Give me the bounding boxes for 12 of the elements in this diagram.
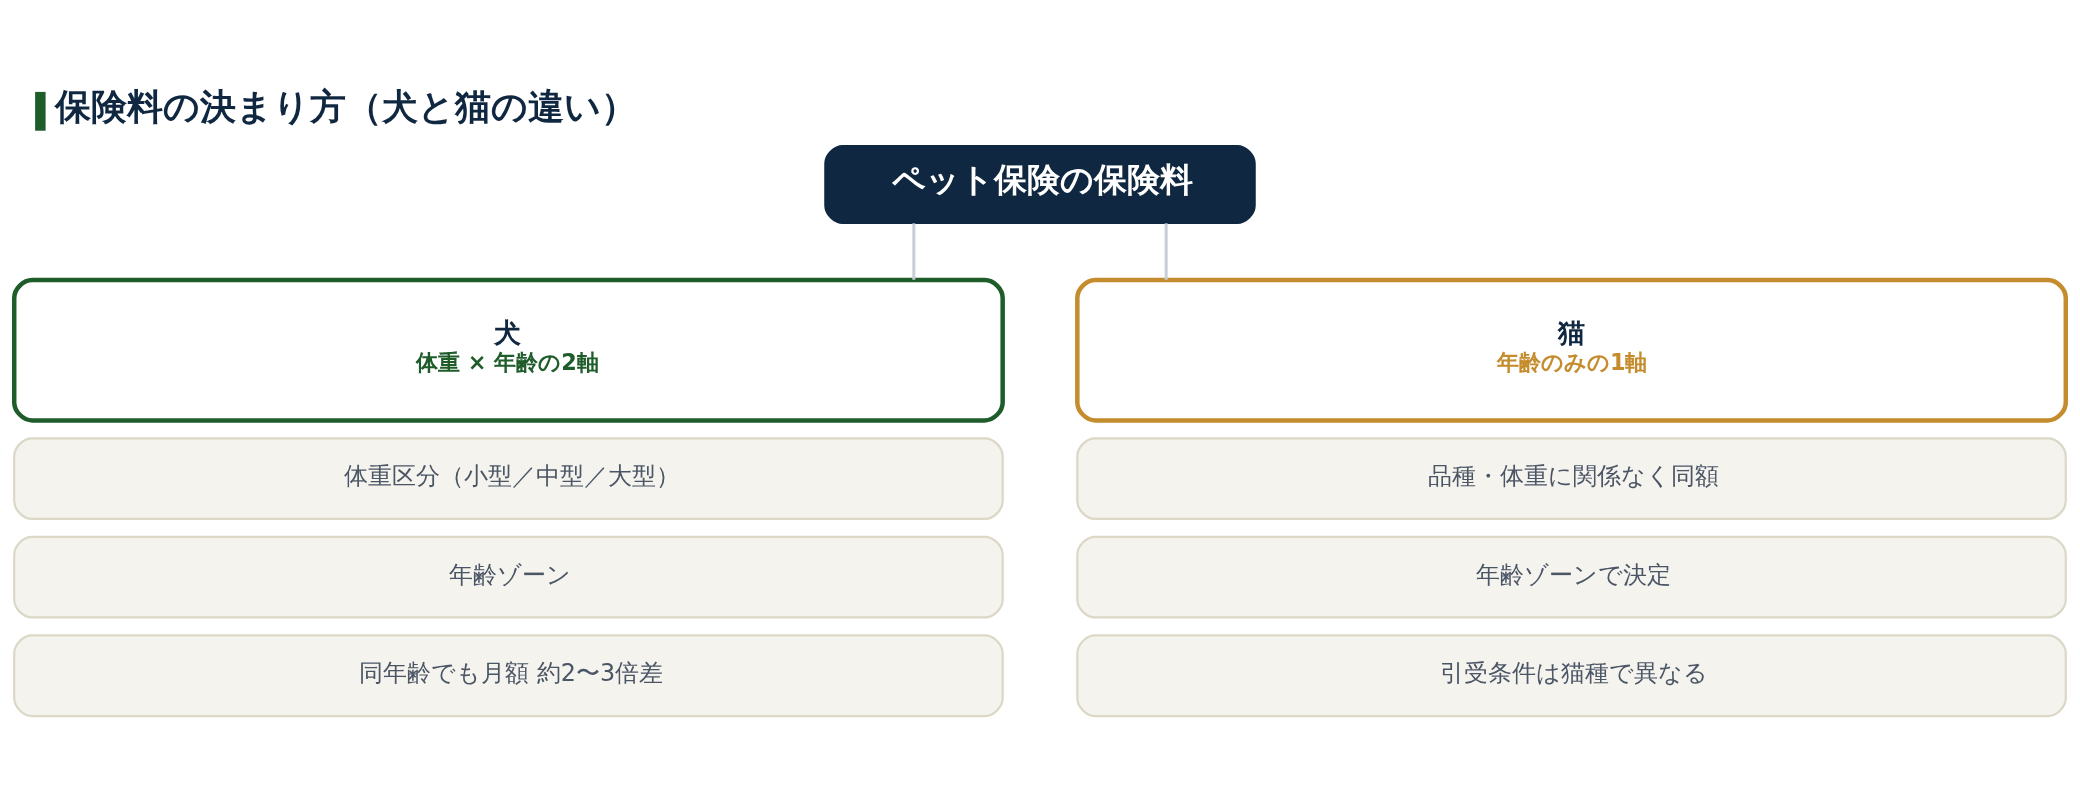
node-box: ペット保険の保険料 (824, 144, 1256, 224)
node-box: 犬 体重 × 年齢の2軸 (12, 277, 1005, 423)
node-box: 年齢ゾーンで決定 (1076, 535, 2067, 619)
connector (1164, 222, 1168, 280)
node-box: 年齢ゾーン (13, 535, 1004, 619)
node-box: 引受条件は猫種で異なる (1076, 633, 2067, 717)
diagram-title: 保険料の決まり方（犬と猫の違い） (54, 85, 637, 127)
node-box: 猫 年齢のみの1軸 (1075, 277, 2068, 423)
node-box: 体重区分（小型／中型／大型） (13, 436, 1004, 520)
connector (912, 222, 916, 280)
node-box: 同年齢でも月額 約2〜3倍差 (13, 633, 1004, 717)
node-box: 品種・体重に関係なく同額 (1076, 436, 2067, 520)
